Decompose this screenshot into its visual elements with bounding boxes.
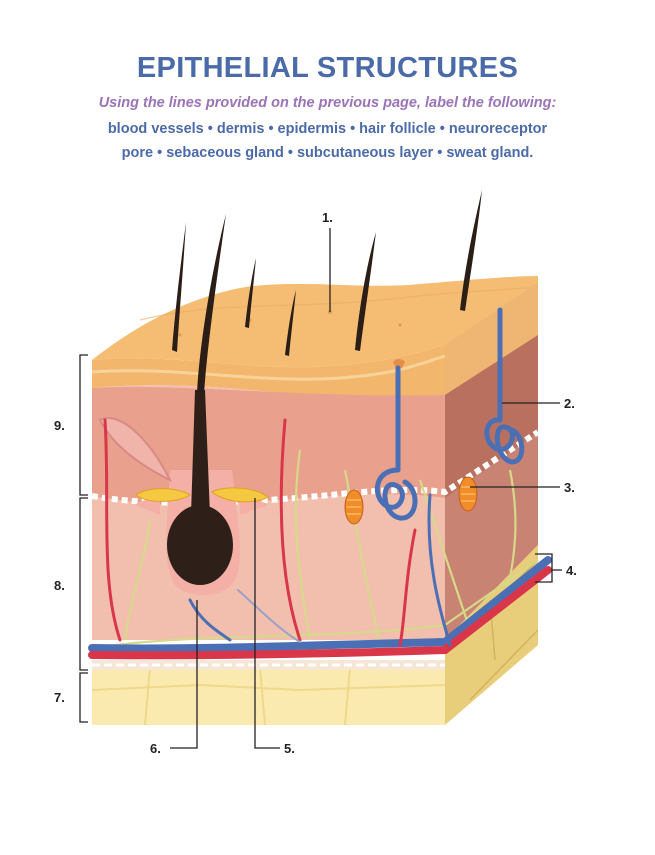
- leader-line-5: [254, 498, 280, 749]
- hair-shaft: [197, 214, 226, 393]
- instructions-text: Using the lines provided on the previous…: [98, 95, 557, 111]
- label-3: 3.: [564, 480, 575, 495]
- label-4: 4.: [566, 563, 577, 578]
- blood-vessels: [88, 418, 552, 660]
- bracket-7: [79, 672, 88, 723]
- label-7: 7.: [54, 690, 65, 705]
- label-8: 8.: [54, 578, 65, 593]
- sebaceous-gland: [135, 487, 269, 503]
- nerve-fibers: [91, 449, 539, 650]
- leader-bracket-4: [535, 553, 562, 583]
- hair-strands: [172, 190, 482, 356]
- label-1: 1.: [322, 210, 333, 225]
- block-side-face: [444, 282, 539, 725]
- arrector-pili-muscle: [98, 417, 173, 483]
- leader-line-6: [170, 600, 198, 749]
- leader-lines: [79, 228, 562, 749]
- label-2: 2.: [564, 396, 575, 411]
- pore: [393, 359, 405, 368]
- sweat-gland: [374, 307, 525, 521]
- label-9: 9.: [54, 418, 65, 433]
- page-title: EPITHELIAL STRUCTURES: [136, 52, 519, 84]
- label-5: 5.: [284, 741, 295, 756]
- subcutaneous-layer: [91, 660, 446, 726]
- epidermis-layer: [91, 345, 446, 397]
- term-list-line-2: pore • sebaceous gland • subcutaneous la…: [121, 145, 534, 161]
- neuroreceptor-striations: [347, 486, 475, 515]
- bracket-8: [79, 497, 88, 671]
- bracket-9: [79, 354, 88, 496]
- term-list-line-1: blood vessels • dermis • epidermis • hai…: [107, 121, 548, 137]
- label-6: 6.: [150, 741, 161, 756]
- hair-follicle: [135, 214, 268, 596]
